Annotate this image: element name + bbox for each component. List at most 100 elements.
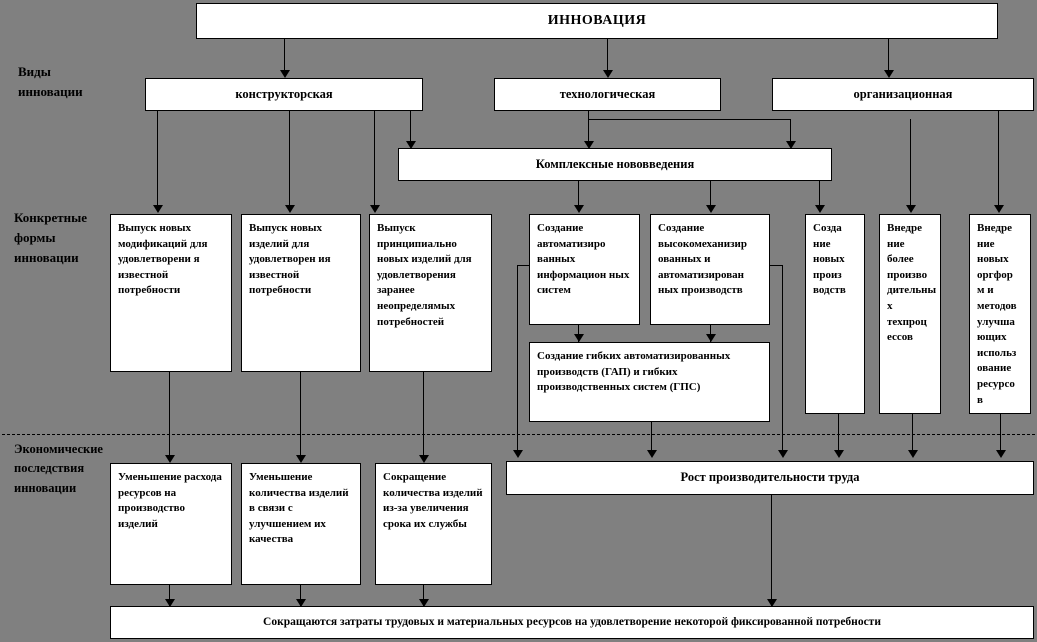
node-form-4-label: Создание автоматизиро ванных информацион…	[537, 222, 630, 297]
row-label-effects-line1: Экономические	[14, 442, 103, 456]
arrowhead-productivity-6	[996, 450, 1006, 458]
arrowhead-productivity-1	[513, 450, 523, 458]
edge-effect2-to-conclusion	[300, 585, 301, 607]
row-label-types: Виды инновации	[18, 62, 83, 102]
edge-gap-to-productivity	[651, 422, 652, 455]
arrowhead-productivity-2	[647, 450, 657, 458]
node-type-organizational: организационная	[772, 78, 1034, 111]
arrowhead-effect2	[296, 455, 306, 463]
node-effect-1: Уменьшение расхода ресурсов на производс…	[110, 463, 232, 585]
edge-technological-elbow-horizontal	[588, 119, 790, 120]
edge-form3-to-effect3	[423, 372, 424, 460]
edge-innovation-to-organizational	[888, 39, 889, 74]
arrowhead-productivity-5	[908, 450, 918, 458]
node-form-3-label: Выпуск принципиально новых изделий для у…	[377, 222, 472, 328]
edge-gap-right-elbow-vertical	[782, 265, 783, 455]
row-label-types-line1: Виды	[18, 64, 51, 79]
node-form-6-label: Созда ние новых произ водств	[813, 222, 846, 297]
edge-technological-to-complex	[588, 111, 589, 144]
row-label-forms: Конкретные формы инновации	[14, 208, 87, 268]
edge-constructive-to-form1	[157, 111, 158, 208]
edge-gap-right-elbow-horizontal	[770, 265, 783, 266]
arrowhead-gap-right	[706, 334, 716, 342]
row-label-effects: Экономические последствия инновации	[14, 440, 103, 498]
arrowhead-technological	[603, 70, 613, 78]
node-form-2: Выпуск новых изделий для удовлетворен ия…	[241, 214, 361, 372]
arrowhead-form1	[153, 205, 163, 213]
node-form-5: Создание высокомеханизир ованных и автом…	[650, 214, 770, 325]
section-divider	[2, 434, 1035, 435]
edge-productivity-to-conclusion	[771, 495, 772, 607]
arrowhead-productivity-4	[834, 450, 844, 458]
node-form-7-label: Внедре ние более произво дительны х техп…	[887, 222, 937, 344]
node-form-6: Созда ние новых произ водств	[805, 214, 865, 414]
row-label-effects-line3: инновации	[14, 480, 77, 495]
row-label-effects-line2: последствия	[14, 461, 85, 476]
node-type-organizational-label: организационная	[853, 86, 953, 101]
node-form-4: Создание автоматизиро ванных информацион…	[529, 214, 640, 325]
arrowhead-organizational	[884, 70, 894, 78]
node-form-5-label: Создание высокомеханизир ованных и автом…	[658, 222, 747, 297]
node-complex-innovations: Комплексные нововведения	[398, 148, 832, 181]
arrowhead-form8	[994, 205, 1004, 213]
edge-gap-left-elbow-horizontal	[517, 265, 530, 266]
arrowhead-effect3	[419, 455, 429, 463]
edge-constructive-to-form3	[374, 111, 375, 208]
node-type-constructive-label: конструкторская	[235, 86, 333, 101]
arrowhead-form7	[906, 205, 916, 213]
node-innovation-label: ИННОВАЦИЯ	[547, 13, 647, 29]
node-complex-innovations-label: Комплексные нововведения	[535, 156, 695, 171]
arrowhead-form6	[815, 205, 825, 213]
edge-technological-elbow-stem	[588, 111, 589, 120]
edge-gap-left-elbow-vertical	[517, 265, 518, 455]
arrowhead-constructive	[280, 70, 290, 78]
arrowhead-productivity-3	[778, 450, 788, 458]
arrowhead-effect1	[165, 455, 175, 463]
arrowhead-complex-right	[786, 141, 796, 149]
arrowhead-complex-mid	[584, 141, 594, 149]
arrowhead-complex-left	[406, 141, 416, 149]
node-form-1-label: Выпуск новых модификаций для удовлетворе…	[118, 222, 208, 297]
edge-complex-to-form4	[578, 181, 579, 208]
row-label-forms-line3: инновации	[14, 250, 79, 266]
node-productivity-growth-label: Рост производительности труда	[680, 470, 860, 485]
arrowhead-form3	[370, 205, 380, 213]
edge-innovation-to-technological	[607, 39, 608, 74]
row-label-types-line2: инновации	[18, 84, 83, 100]
node-type-technological: технологическая	[494, 78, 721, 111]
arrowhead-conclusion-1	[165, 599, 175, 607]
row-label-forms-line2: формы	[14, 230, 56, 246]
node-effect-3: Сокращение количества изделий из-за увел…	[375, 463, 492, 585]
edge-form7-to-productivity	[912, 414, 913, 455]
edge-complex-to-form5	[710, 181, 711, 208]
row-label-forms-line1: Конкретные	[14, 210, 88, 225]
arrowhead-gap-left	[574, 334, 584, 342]
node-effect-2: Уменьшение количества изделий в связи с …	[241, 463, 361, 585]
edge-innovation-to-constructive	[284, 39, 285, 74]
node-gap-fms: Создание гибких автоматизированных произ…	[529, 342, 770, 422]
node-type-technological-label: технологическая	[559, 86, 656, 101]
arrowhead-form4	[574, 205, 584, 213]
node-form-8: Внедре ние новых оргфор м и методов улуч…	[969, 214, 1031, 414]
arrowhead-conclusion-4	[767, 599, 777, 607]
edge-form8-to-productivity	[1000, 414, 1001, 455]
arrowhead-conclusion-2	[296, 599, 306, 607]
edge-form1-to-effect1	[169, 372, 170, 460]
arrowhead-form5	[706, 205, 716, 213]
node-form-1: Выпуск новых модификаций для удовлетворе…	[110, 214, 232, 372]
edge-form2-to-effect2	[300, 372, 301, 460]
arrowhead-form2	[285, 205, 295, 213]
node-form-8-label: Внедре ние новых оргфор м и методов улуч…	[977, 222, 1017, 406]
node-conclusion: Сокращаются затраты трудовых и материаль…	[110, 606, 1034, 639]
edge-effect3-to-conclusion	[423, 585, 424, 607]
edge-form6-to-productivity	[838, 414, 839, 455]
edge-complex-to-form6	[819, 181, 820, 208]
node-gap-fms-label: Создание гибких автоматизированных произ…	[537, 350, 731, 394]
node-conclusion-label: Сокращаются затраты трудовых и материаль…	[263, 616, 881, 629]
node-productivity-growth: Рост производительности труда	[506, 461, 1034, 495]
edge-effect1-to-conclusion	[169, 585, 170, 607]
edge-constructive-to-form2	[289, 111, 290, 208]
node-effect-2-label: Уменьшение количества изделий в связи с …	[249, 471, 349, 546]
node-innovation: ИННОВАЦИЯ	[196, 3, 998, 39]
